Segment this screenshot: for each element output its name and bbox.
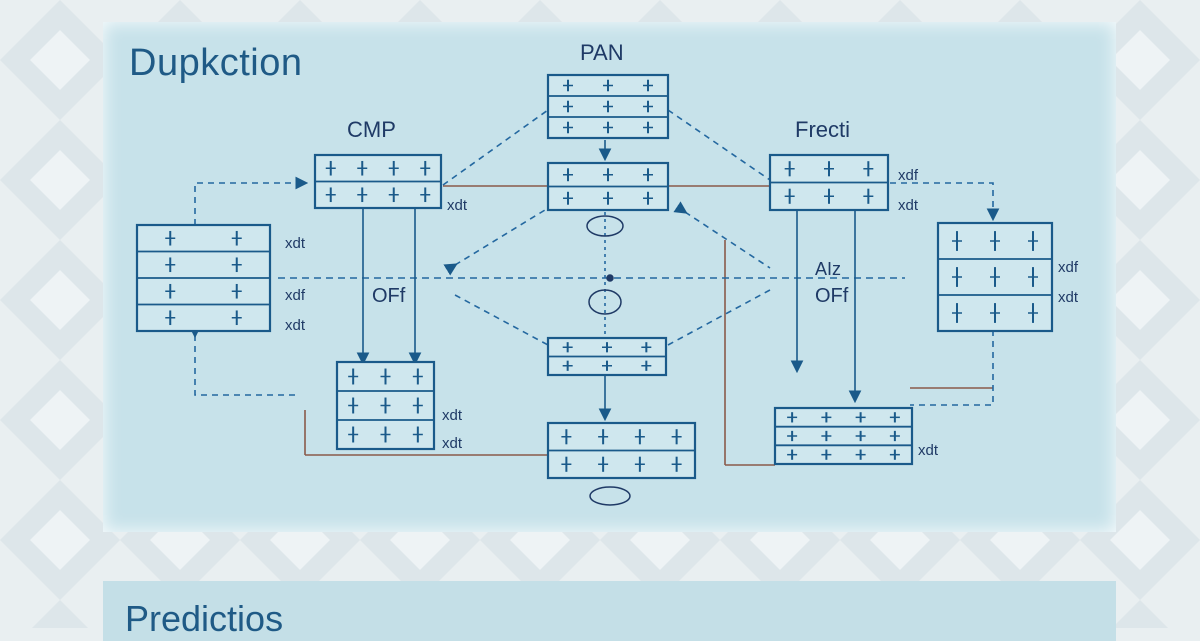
node-right: [936, 221, 1054, 333]
node-pan-mid: [546, 161, 670, 212]
label-cmp: CMP: [347, 117, 396, 142]
node-pan-top: [546, 73, 670, 140]
flow-diagram: PAN CMP Frecti OFf OFf AIz xdt xdf xdt x…: [135, 40, 1079, 506]
side-mark: xdt: [285, 235, 306, 252]
node-bottom-right: [773, 406, 914, 466]
side-mark: xdf: [898, 167, 919, 184]
side-mark: xdt: [447, 197, 468, 214]
label-alz: AIz: [815, 259, 841, 279]
node-frecti: [768, 153, 890, 212]
side-mark: xdt: [898, 197, 919, 214]
node-bottom-left: [335, 360, 436, 451]
label-pan: PAN: [580, 40, 624, 65]
side-mark: xdf: [1058, 259, 1079, 276]
label-off-left: OFf: [372, 285, 406, 307]
side-mark: xdt: [442, 407, 463, 424]
node-cmp: [313, 153, 443, 210]
side-mark: xdt: [918, 442, 939, 459]
label-frecti: Frecti: [795, 117, 850, 142]
node-glyph: [589, 486, 631, 506]
node-glyph: [586, 215, 624, 237]
side-mark: xdt: [285, 317, 306, 334]
side-mark: xdt: [1058, 289, 1079, 306]
page-title: Dupkction: [129, 42, 303, 84]
node-center-lower: [546, 336, 668, 377]
node-glyph: [588, 289, 622, 315]
label-off-right: OFf: [815, 285, 849, 307]
node-left: [135, 223, 272, 333]
node-bottom-center: [546, 421, 697, 480]
side-mark: xdt: [442, 435, 463, 452]
side-mark: xdf: [285, 287, 306, 304]
